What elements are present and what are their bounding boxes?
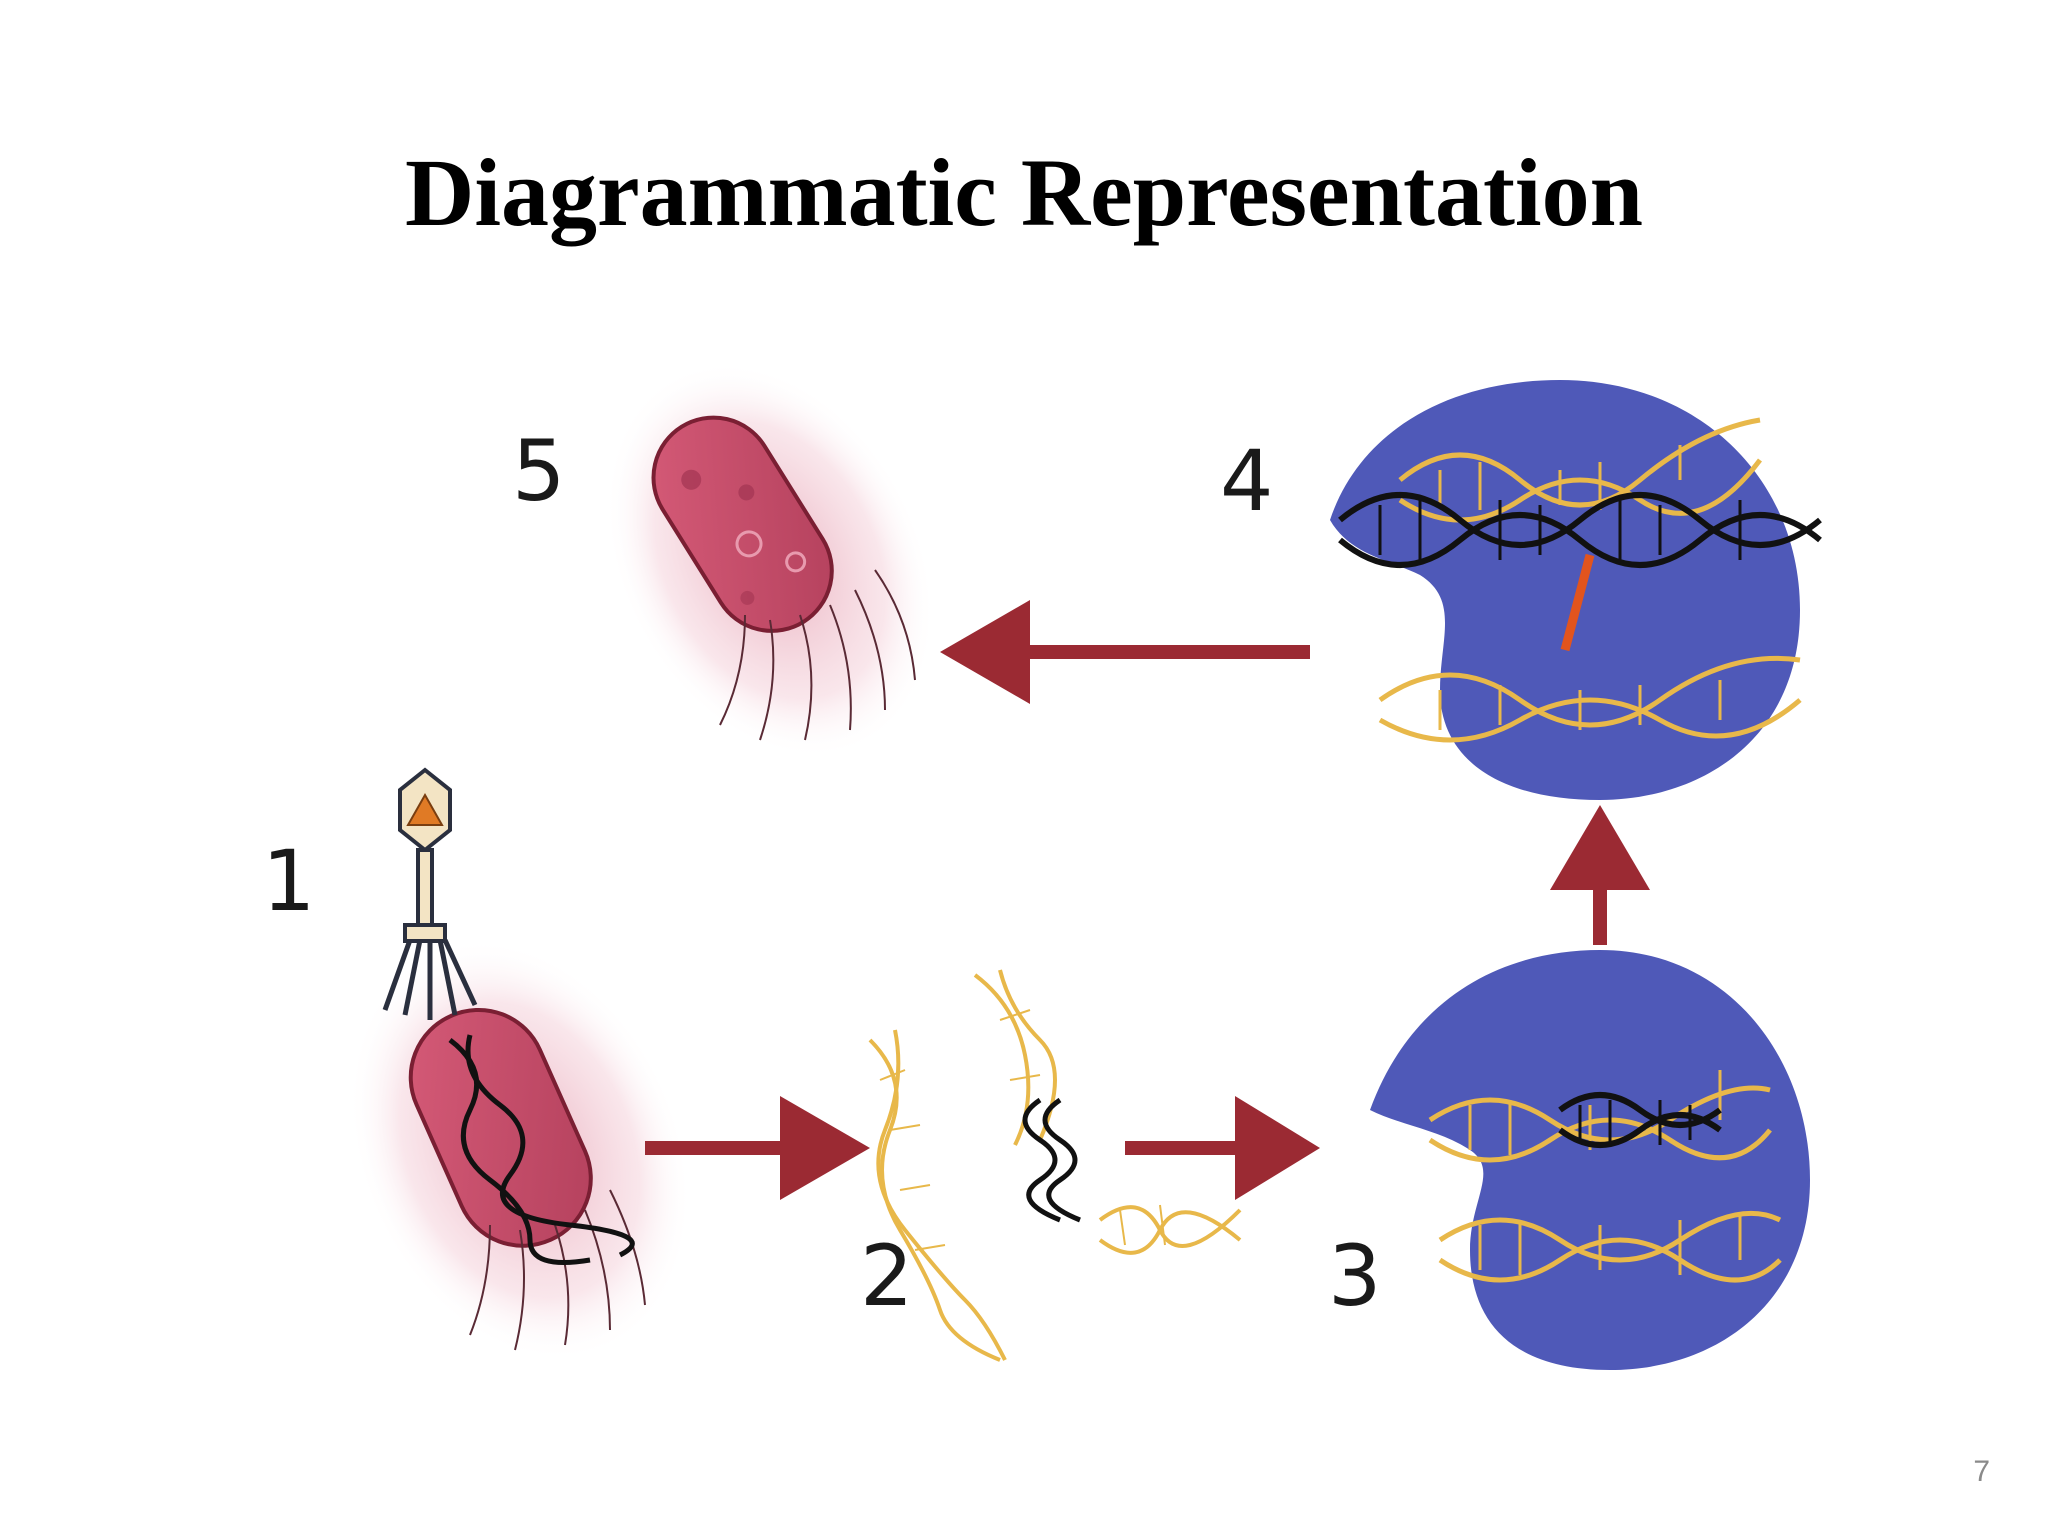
- bacteriophage-infecting-bacterium-icon: [348, 767, 692, 1362]
- step-4-label: 4: [1220, 432, 1273, 530]
- arrow-step3-to-step4: [1550, 805, 1650, 945]
- svg-text:2: 2: [860, 1227, 913, 1325]
- page-number: 7: [1973, 1455, 1990, 1488]
- arrow-step2-to-step3: [1125, 1096, 1320, 1200]
- step-5-label: 5: [512, 422, 565, 520]
- cas-enzyme-cleaving-dna-icon: [1330, 380, 1822, 800]
- step-1-label: 1: [262, 832, 315, 930]
- crispr-rna-fragments-icon: [868, 969, 1242, 1362]
- slide-title: Diagrammatic Representation: [405, 139, 1643, 246]
- cut-mark: [1560, 553, 1595, 652]
- cas-enzyme-complex-icon: [1370, 950, 1810, 1370]
- svg-text:3: 3: [1328, 1227, 1381, 1325]
- healthy-bacterium-icon: [604, 361, 936, 759]
- arrow-step4-to-step5: [940, 600, 1310, 704]
- svg-text:5: 5: [512, 422, 565, 520]
- arrow-step1-to-step2: [645, 1096, 870, 1200]
- step-2-label: 2: [860, 1227, 913, 1325]
- svg-text:4: 4: [1220, 432, 1273, 530]
- svg-text:1: 1: [262, 832, 315, 930]
- step-3-label: 3: [1328, 1227, 1381, 1325]
